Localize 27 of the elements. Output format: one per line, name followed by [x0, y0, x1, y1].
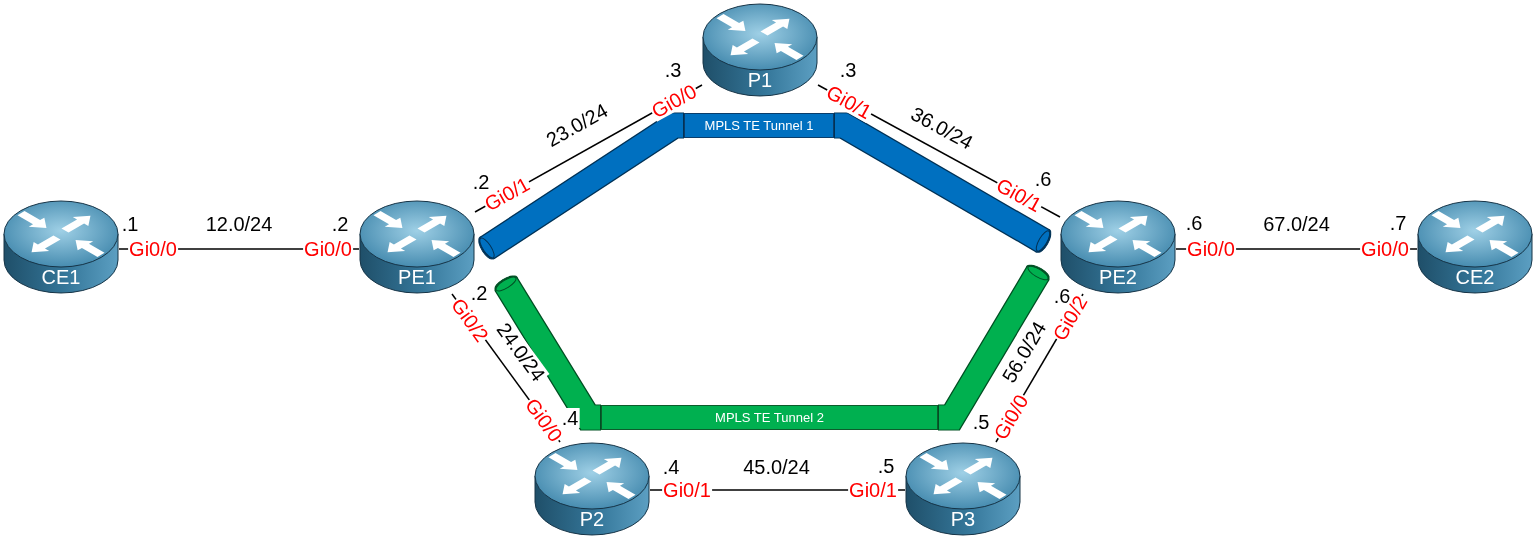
router-label: PE1: [398, 267, 436, 287]
edge-label: 67.0/24: [1262, 214, 1331, 234]
interface-label: Gi0/0: [303, 239, 353, 259]
router-label: P3: [950, 509, 976, 529]
router-label: P1: [747, 70, 773, 90]
ip-address-label: .2: [469, 283, 489, 303]
ip-address-label: .4: [661, 457, 681, 477]
edge-label: 45.0/24: [742, 457, 811, 477]
router-label: PE2: [1099, 267, 1137, 287]
ip-address-label: .5: [876, 456, 896, 476]
ip-address-label: .7: [1388, 213, 1408, 233]
router-label: CE2: [1455, 267, 1495, 287]
edge-label: 12.0/24: [204, 214, 274, 234]
interface-label: Gi0/0: [128, 239, 178, 259]
ip-address-label: .3: [663, 60, 683, 80]
ip-address-label: .4: [560, 408, 580, 428]
ip-address-label: .5: [971, 412, 991, 432]
interface-label: Gi0/1: [662, 480, 712, 500]
ip-address-label: .3: [838, 60, 858, 80]
interface-label: Gi0/0: [1186, 239, 1236, 259]
interface-label: Gi0/1: [848, 480, 898, 500]
ip-address-label: .6: [1184, 213, 1204, 233]
router-label: P2: [579, 509, 605, 529]
interface-label: Gi0/0: [1360, 239, 1410, 259]
ip-address-label: .2: [330, 214, 350, 234]
ip-address-label: .1: [120, 214, 140, 234]
router-label: CE1: [41, 267, 81, 287]
